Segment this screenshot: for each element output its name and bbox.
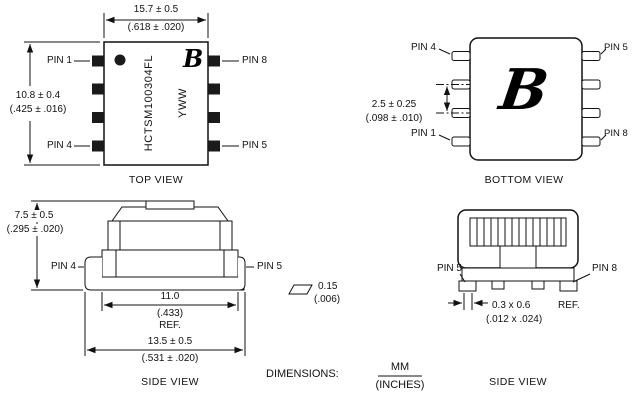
dim-overall-width-in: (.531 ± .020) [141, 353, 199, 364]
pin-pad [208, 140, 220, 152]
dim-side-height-mm: 7.5 ± 0.5 [2, 210, 66, 222]
dim-terminal-mm: 0.3 x 0.6 [492, 300, 531, 311]
pin-pad [92, 83, 104, 95]
pin-lead [581, 79, 601, 90]
winding-turns [476, 218, 562, 246]
dim-overall-width-mm: 13.5 ± 0.5 [147, 336, 193, 347]
side-view-left-title: SIDE VIEW [141, 376, 199, 388]
bourns-logo-icon: B [183, 44, 204, 73]
pin-lead [581, 51, 601, 61]
pin-pad [208, 83, 220, 95]
terminal-tab [491, 280, 505, 290]
dim-body-width-in: (.433) [156, 308, 184, 319]
pin-label-4-bottom: PIN 4 [410, 42, 436, 53]
dim-pitch-mm: 2.5 ± 0.25 [371, 99, 417, 110]
dimensions-label: DIMENSIONS: [266, 368, 339, 380]
dim-pitch-in: (.098 ± .010) [365, 113, 423, 124]
dim-top-height-mm: 10.8 ± 0.4 [15, 90, 61, 101]
center-leg [499, 245, 537, 269]
pin-pad [92, 55, 104, 67]
pin-lead [451, 51, 471, 61]
bottom-view-title: BOTTOM VIEW [484, 174, 564, 186]
core-band [107, 220, 233, 251]
dim-side-height-in: (.295 ± .020) [0, 224, 70, 236]
pin-pad [208, 55, 220, 67]
pin1-indicator-dot [114, 54, 126, 66]
bottom-view-drawing [436, 37, 607, 161]
dim-body-width-ref: REF. [159, 320, 181, 331]
coplanarity-in: (.006) [314, 294, 341, 305]
pin-pad [208, 112, 220, 123]
dim-body-width-mm: 11.0 [160, 291, 180, 302]
coplanarity-mm: 0.15 [318, 281, 338, 292]
units-inches-label: (INCHES) [375, 379, 425, 391]
pin-label-5-bottom: PIN 5 [604, 42, 628, 53]
pin-label-1-bottom: PIN 1 [410, 128, 436, 139]
pin-pad [92, 112, 104, 123]
dim-top-height-in: (.425 ± .016) [9, 104, 67, 115]
lead-right [238, 256, 246, 291]
date-code-marking: YWW [177, 88, 189, 118]
core-clip-hump [145, 200, 195, 210]
lead-left [84, 256, 102, 291]
pin-label-1: PIN 1 [46, 55, 72, 66]
bobbin-body [101, 249, 239, 278]
bourns-logo-icon-large: B [495, 57, 553, 123]
winding-area [469, 217, 567, 247]
pin-label-8-end: PIN 8 [592, 263, 618, 274]
pin-label-4: PIN 4 [46, 140, 72, 151]
pin-pad [92, 140, 104, 152]
dim-top-width-mm: 15.7 ± 0.5 [133, 4, 179, 15]
base-plate [95, 276, 245, 291]
top-view-drawing [24, 13, 239, 166]
dim-terminal-ref: REF. [558, 300, 580, 311]
pin-label-8-bottom: PIN 8 [604, 128, 628, 139]
terminal-tab [531, 280, 545, 290]
pin-label-5: PIN 5 [242, 140, 268, 151]
terminal-foot [559, 280, 578, 292]
part-number-marking: HCTSM100304FL [143, 54, 155, 152]
side-view-end-drawing [448, 209, 591, 310]
pin-lead [581, 108, 601, 118]
dim-terminal-in: (.012 x .024) [486, 314, 543, 325]
pin-label-8: PIN 8 [242, 55, 268, 66]
pin-lead [451, 136, 471, 147]
pin-label-5-side: PIN 5 [257, 261, 283, 272]
pin-label-4-side: PIN 4 [50, 261, 76, 272]
terminal-foot [458, 280, 477, 292]
pin-label-5-end: PIN 5 [436, 263, 462, 274]
package-body-bottom [469, 37, 583, 161]
pin-lead [581, 136, 601, 147]
units-mm-label: MM [390, 361, 410, 373]
base-plate-end [461, 267, 575, 282]
side-view-right-title: SIDE VIEW [489, 376, 547, 388]
dim-top-width-in: (.618 ± .020) [127, 22, 185, 33]
side-view-profile-drawing [31, 200, 313, 356]
top-view-title: TOP VIEW [128, 174, 184, 186]
flatness-symbol [288, 284, 313, 295]
